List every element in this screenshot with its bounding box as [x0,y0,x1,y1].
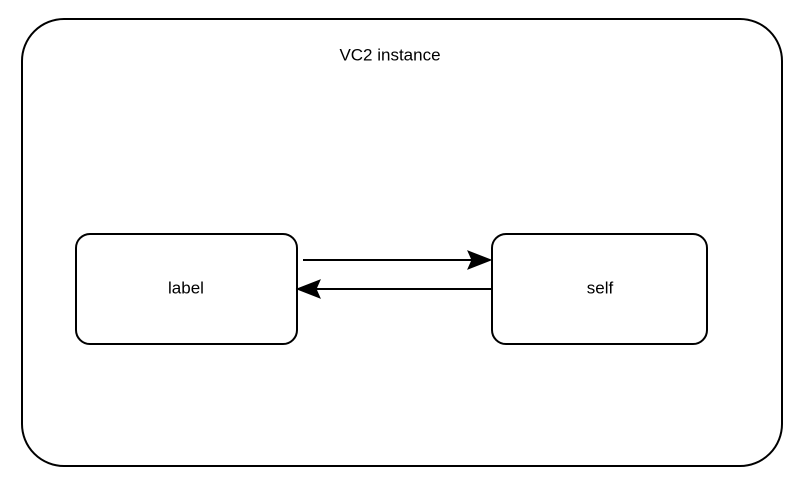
node-label[interactable]: label [75,233,298,345]
node-self-outline [491,233,708,345]
container-vc2-instance[interactable]: VC2 instance [21,18,783,467]
node-label-text: label [168,278,204,297]
edge-label-to-self[interactable] [303,250,493,270]
edge-label-to-self-arrowhead-icon [467,250,493,270]
edge-self-to-label[interactable] [295,279,491,299]
container-title: VC2 instance [339,45,440,64]
container-outline [21,18,783,467]
node-self-text: self [587,278,614,297]
node-self[interactable]: self [491,233,708,345]
edge-self-to-label-arrowhead-icon [295,279,321,299]
